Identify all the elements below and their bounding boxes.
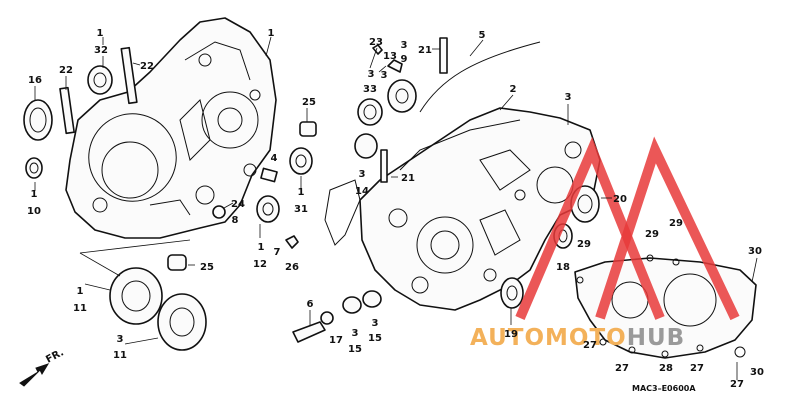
callout-42: 18 xyxy=(556,262,570,273)
callout-15: 1 xyxy=(258,242,265,253)
callout-19: 25 xyxy=(200,262,214,273)
callout-12: 31 xyxy=(294,204,308,215)
center-small-parts xyxy=(292,37,600,343)
callout-29: 21 xyxy=(418,45,432,56)
callout-labels: 1 32 22 16 22 1 10 1 25 4 1 31 24 8 1 7 … xyxy=(27,28,764,390)
callout-30: 5 xyxy=(479,30,486,41)
watermark-triangle-left xyxy=(515,136,665,320)
callout-26: 3 xyxy=(401,40,408,51)
callout-22: 3 xyxy=(117,334,124,345)
callout-33: 3 xyxy=(359,169,366,180)
callout-24: 23 xyxy=(369,37,383,48)
callout-49: 15 xyxy=(368,333,382,344)
callout-51: 27 xyxy=(583,340,597,351)
direction-label: FR. xyxy=(44,347,66,365)
callout-47: 15 xyxy=(348,344,362,355)
callout-4: 16 xyxy=(28,75,42,86)
watermark-logo: AUTOMOTOHUB xyxy=(470,136,740,351)
callout-52: 27 xyxy=(615,363,629,374)
callout-20: 1 xyxy=(77,286,84,297)
callout-37: 3 xyxy=(565,92,572,103)
callout-3: 22 xyxy=(140,61,154,72)
callout-1: 1 xyxy=(97,28,104,39)
left-small-parts xyxy=(23,46,317,351)
callout-25: 3 xyxy=(368,69,375,80)
watermark-triangle-right xyxy=(595,136,740,321)
callout-43: 30 xyxy=(748,246,762,257)
callout-56: 27 xyxy=(730,379,744,390)
callout-28: 9 xyxy=(401,54,408,65)
callout-35: 21 xyxy=(401,173,415,184)
callout-44: 6 xyxy=(307,299,314,310)
callout-45: 17 xyxy=(329,335,343,346)
callout-39: 29 xyxy=(669,218,683,229)
callout-18: 26 xyxy=(285,262,299,273)
callout-10: 4 xyxy=(271,153,278,164)
callout-50: 19 xyxy=(504,329,518,340)
diagram-code: MAC3–E0600A xyxy=(632,384,696,393)
callout-13: 24 xyxy=(231,199,245,210)
callout-46: 3 xyxy=(352,328,359,339)
callout-23: 11 xyxy=(113,350,127,361)
callout-7: 10 xyxy=(27,206,41,217)
callout-14: 8 xyxy=(232,215,239,226)
callout-11: 1 xyxy=(298,187,305,198)
callout-53: 28 xyxy=(659,363,673,374)
callout-38: 20 xyxy=(613,194,627,205)
callout-17: 12 xyxy=(253,259,267,270)
callout-48: 3 xyxy=(372,318,379,329)
callout-5: 22 xyxy=(59,65,73,76)
crankcase-cover-gasket xyxy=(574,254,757,359)
callout-40: 29 xyxy=(645,229,659,240)
callout-36: 2 xyxy=(510,84,517,95)
callout-41: 29 xyxy=(577,239,591,250)
callout-16: 7 xyxy=(274,247,281,258)
callout-2: 32 xyxy=(94,45,108,56)
leader-lines xyxy=(34,36,758,380)
callout-54: 27 xyxy=(690,363,704,374)
breather-tube xyxy=(419,41,541,113)
watermark-text: AUTOMOTOHUB xyxy=(470,325,685,351)
callout-31: 33 xyxy=(363,84,377,95)
callout-8: 1 xyxy=(268,28,275,39)
front-direction-arrow: FR. xyxy=(19,347,66,387)
callout-9: 25 xyxy=(302,97,316,108)
callout-55: 30 xyxy=(750,367,764,378)
callout-27: 13 xyxy=(383,51,397,62)
callout-34: 14 xyxy=(355,186,369,197)
left-crankcase xyxy=(65,17,277,239)
callout-32: 3 xyxy=(381,70,388,81)
callout-21: 11 xyxy=(73,303,87,314)
callout-6: 1 xyxy=(31,189,38,200)
